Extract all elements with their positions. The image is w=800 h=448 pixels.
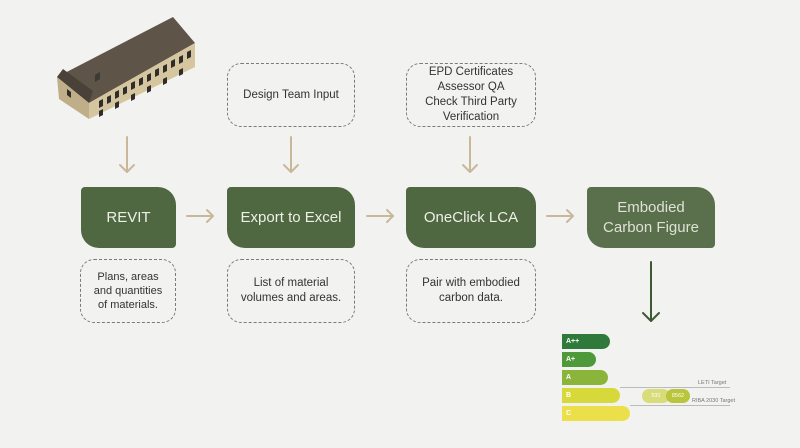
- building-illustration: [57, 17, 195, 119]
- export-to-excel-node: Export to Excel: [227, 187, 355, 248]
- oneclick-note-box: Pair with embodied carbon data.: [406, 259, 536, 323]
- rating-band-app-label: A++: [566, 338, 580, 345]
- revit-node: REVIT: [81, 187, 176, 248]
- leti-target-label: LETI Target: [698, 380, 727, 386]
- epd-certificates-text: EPD Certificates Assessor QA Check Third…: [425, 66, 517, 123]
- design-team-input-text: Design Team Input: [243, 88, 339, 101]
- epd-certificates-box: EPD Certificates Assessor QA Check Third…: [406, 63, 536, 127]
- rating-chart: A++ A+ A B C LETI Target 531 8562 RIBA 2…: [560, 332, 750, 428]
- revit-note-box: Plans, areas and quantities of materials…: [80, 259, 176, 323]
- export-to-excel-label: Export to Excel: [240, 208, 342, 226]
- rating-band-ap: A+: [562, 352, 596, 367]
- embodied-carbon-node: Embodied Carbon Figure: [587, 187, 715, 248]
- rating-band-b: B: [562, 388, 620, 403]
- leti-target-line: [620, 387, 730, 388]
- oneclick-lca-label: OneClick LCA: [423, 208, 519, 226]
- down-arrow-rating: [642, 261, 660, 322]
- rating-band-a-label: A: [566, 374, 572, 381]
- value-right-text: 8562: [671, 393, 685, 399]
- rating-band-a: A: [562, 370, 608, 385]
- embodied-carbon-label: Embodied Carbon Figure: [603, 198, 699, 236]
- right-arrow-3: [546, 209, 574, 223]
- revit-note-text: Plans, areas and quantities of materials…: [93, 271, 163, 311]
- excel-note-text: List of material volumes and areas.: [240, 277, 342, 304]
- rating-band-ap-label: A+: [566, 356, 576, 363]
- right-arrow-1: [186, 209, 214, 223]
- right-arrow-2: [366, 209, 394, 223]
- excel-note-box: List of material volumes and areas.: [227, 259, 355, 323]
- oneclick-note-text: Pair with embodied carbon data.: [422, 277, 520, 304]
- down-arrow-oneclick: [462, 136, 478, 173]
- down-arrow-excel: [283, 136, 299, 173]
- revit-label: REVIT: [106, 208, 151, 226]
- down-arrow-revit: [119, 136, 135, 173]
- value-pill-right: 8562: [666, 389, 690, 403]
- value-left-text: 531: [651, 393, 661, 399]
- value-pill-left: 531: [642, 389, 670, 403]
- riba-target-label: RIBA 2030 Target: [692, 398, 736, 404]
- rating-band-app: A++: [562, 334, 610, 349]
- rating-band-c-label: C: [566, 410, 572, 417]
- oneclick-lca-node: OneClick LCA: [406, 187, 536, 248]
- design-team-input-box: Design Team Input: [227, 63, 355, 127]
- rating-band-c: C: [562, 406, 630, 421]
- rating-band-b-label: B: [566, 392, 572, 399]
- riba-target-line: [630, 405, 730, 406]
